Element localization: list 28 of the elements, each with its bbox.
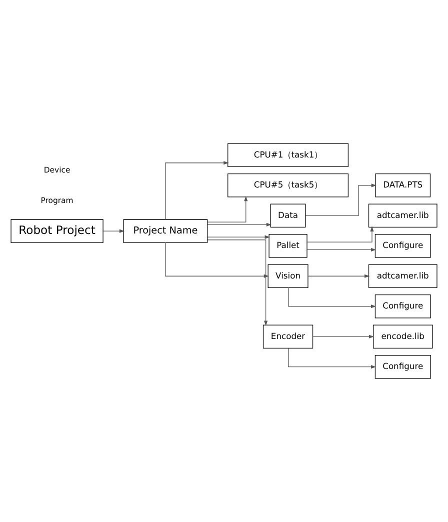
node-box: CPU#5（task5）: [228, 174, 348, 198]
node-box: Data: [270, 204, 306, 228]
arrow: [312, 334, 374, 338]
node-box: adtcamer.lib: [368, 264, 438, 288]
node-box: DATA.PTS: [375, 174, 431, 198]
arrow: [305, 184, 376, 216]
arrow: [165, 161, 229, 220]
node-box: encode.lib: [372, 324, 433, 348]
arrow: [306, 226, 374, 242]
arrow: [288, 348, 376, 369]
arrow: [103, 229, 125, 233]
node-box: Configure: [374, 234, 431, 258]
arrow: [206, 196, 248, 222]
node-box: Configure: [374, 294, 431, 318]
node-box: Encoder: [262, 324, 314, 348]
arrow: [207, 240, 268, 326]
node-box: Pallet: [268, 234, 308, 258]
node-box: Vision: [268, 264, 308, 288]
arrow: [206, 235, 270, 239]
arrow: [306, 248, 376, 252]
node-box: CPU#1（task1）: [228, 143, 348, 168]
node-box: Configure: [374, 354, 431, 379]
arrow: [206, 222, 272, 226]
arrow: [288, 287, 376, 308]
node-box: Project Name: [123, 219, 208, 243]
node-box: adtcamer.lib: [368, 204, 438, 228]
node-box: Robot Project: [10, 219, 104, 243]
arrow: [308, 274, 370, 278]
